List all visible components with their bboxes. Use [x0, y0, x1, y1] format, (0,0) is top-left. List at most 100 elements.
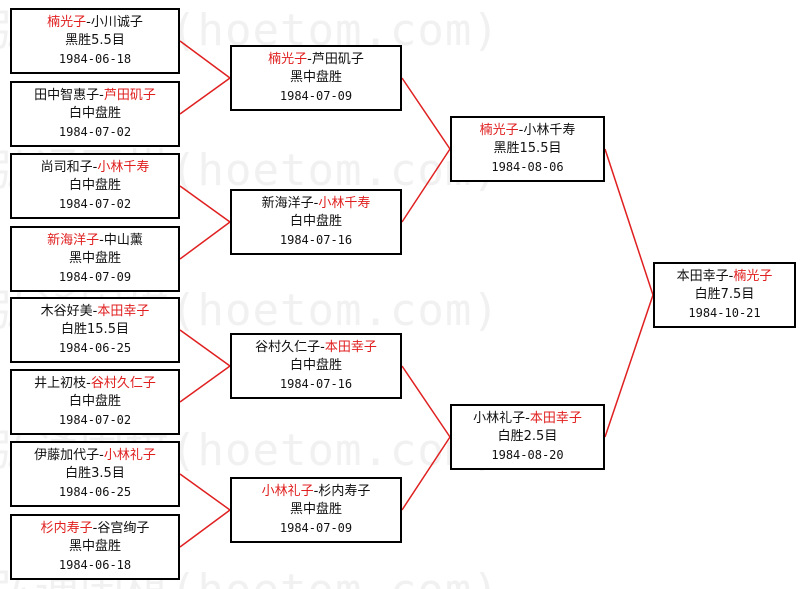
player-1: 木谷好美: [40, 304, 93, 319]
match-result: 白胜3.5目: [65, 466, 125, 481]
match-box-final-1: 本田幸子-楠光子白胜7.5目 1984-10-21: [653, 262, 796, 328]
player-1: 楠光子: [479, 123, 519, 138]
players-line: 新海洋子-小林千寿: [262, 195, 371, 213]
connector-r1-to-r2-1-1: [179, 40, 231, 79]
players-separator: -: [313, 484, 319, 499]
match-date: 1984-06-18: [58, 558, 132, 572]
player-2: 杉内寿子: [318, 484, 371, 499]
player-1: 小林礼子: [261, 484, 314, 499]
connector-r1-to-r2-1-2: [179, 77, 231, 115]
match-box-r3-1: 楠光子-小林千寿黑胜15.5目 1984-08-06: [450, 116, 605, 182]
players-separator: -: [92, 160, 98, 175]
match-date: 1984-07-09: [279, 89, 353, 103]
player-2: 本田幸子: [529, 411, 582, 426]
match-date: 1984-08-06: [491, 160, 564, 174]
players-line: 新海洋子-中山薰: [47, 232, 143, 250]
players-line: 杉内寿子-谷宫绚子: [41, 520, 150, 538]
players-separator: -: [313, 196, 319, 211]
players-line: 楠光子-小林千寿: [480, 122, 576, 140]
player-2: 本田幸子: [97, 304, 150, 319]
players-line: 楠光子-芦田矶子: [268, 51, 364, 69]
match-date: 1984-08-20: [491, 448, 564, 462]
match-date: 1984-06-18: [58, 52, 132, 66]
connector-r3-to-final-1-2: [604, 294, 654, 438]
match-result: 白胜15.5目: [61, 322, 129, 337]
player-2: 谷宫绚子: [97, 521, 150, 536]
match-result: 黑胜5.5目: [65, 33, 125, 48]
match-box-r3-2: 小林礼子-本田幸子白胜2.5目 1984-08-20: [450, 404, 605, 470]
connector-r1-to-r2-4-2: [179, 509, 231, 548]
match-date: 1984-07-02: [58, 125, 132, 139]
connector-r1-to-r2-3-1: [179, 329, 231, 367]
connector-r1-to-r2-2-1: [179, 185, 231, 223]
match-result: 白中盘胜: [68, 178, 121, 193]
player-2: 小林千寿: [318, 196, 371, 211]
match-date: 1984-07-16: [279, 233, 353, 247]
match-result: 黑中盘胜: [289, 502, 342, 517]
players-line: 谷村久仁子-本田幸子: [255, 339, 377, 357]
player-2: 小林礼子: [103, 448, 156, 463]
players-separator: -: [86, 376, 91, 391]
players-line: 伊藤加代子-小林礼子: [34, 447, 156, 465]
player-2: 小林千寿: [97, 160, 150, 175]
match-date: 1984-07-02: [58, 197, 132, 211]
match-result: 黑胜15.5目: [493, 141, 562, 156]
player-2: 楠光子: [733, 269, 773, 284]
match-result: 黑中盘胜: [68, 539, 121, 554]
match-result: 黑中盘胜: [68, 251, 121, 266]
connector-r1-to-r2-4-1: [179, 473, 231, 511]
connector-r3-to-final-1-1: [604, 148, 654, 296]
player-1: 井上初枝: [34, 376, 87, 391]
player-1: 楠光子: [268, 52, 308, 67]
players-separator: -: [99, 233, 104, 248]
player-1: 伊藤加代子: [34, 448, 100, 463]
player-2: 中山薰: [103, 233, 143, 248]
connector-r2-to-r3-1-1: [401, 77, 451, 150]
players-separator: -: [525, 411, 530, 426]
players-line: 小林礼子-杉内寿子: [262, 483, 371, 501]
match-result: 白中盘胜: [289, 358, 342, 373]
players-separator: -: [99, 88, 104, 103]
players-line: 田中智惠子-芦田矶子: [34, 87, 156, 105]
match-result: 白胜7.5目: [694, 287, 755, 302]
player-2: 本田幸子: [324, 340, 377, 355]
connector-r1-to-r2-3-2: [179, 365, 231, 403]
connector-r2-to-r3-1-2: [401, 148, 451, 223]
player-2: 小川诚子: [90, 15, 143, 30]
player-1: 新海洋子: [47, 233, 100, 248]
players-separator: -: [320, 340, 325, 355]
match-result: 白中盘胜: [289, 214, 342, 229]
match-date: 1984-10-21: [688, 306, 761, 320]
player-1: 新海洋子: [261, 196, 314, 211]
player-1: 谷村久仁子: [255, 340, 321, 355]
players-separator: -: [92, 304, 98, 319]
player-2: 芦田矶子: [103, 88, 156, 103]
players-separator: -: [99, 448, 104, 463]
players-separator: -: [518, 123, 524, 138]
players-line: 本田幸子-楠光子: [677, 268, 773, 286]
players-separator: -: [86, 15, 91, 30]
match-date: 1984-06-25: [58, 485, 132, 499]
match-result: 白胜2.5目: [497, 429, 558, 444]
player-1: 小林礼子: [473, 411, 526, 426]
players-line: 尚司和子-小林千寿: [41, 159, 150, 177]
player-2: 芦田矶子: [311, 52, 364, 67]
connector-r2-to-r3-2-1: [401, 365, 451, 438]
player-2: 谷村久仁子: [90, 376, 156, 391]
connector-r2-to-r3-2-2: [401, 436, 451, 511]
player-1: 尚司和子: [40, 160, 93, 175]
players-separator: -: [92, 521, 98, 536]
player-1: 杉内寿子: [40, 521, 93, 536]
match-date: 1984-07-16: [279, 377, 353, 391]
